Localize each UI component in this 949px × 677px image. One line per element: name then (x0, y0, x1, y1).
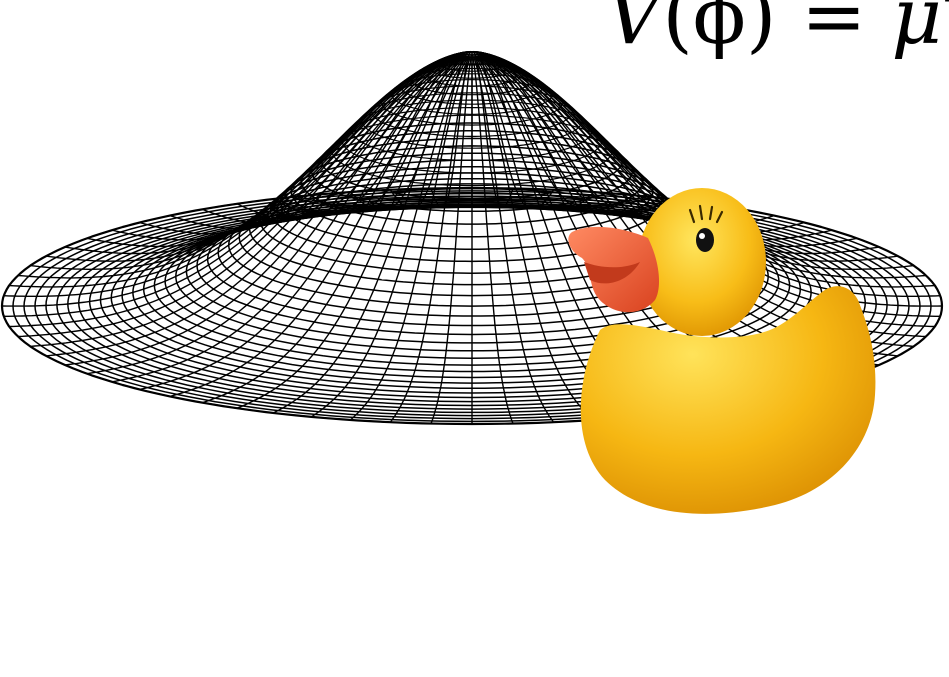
potential-formula: V(ϕ) = μ2 (606, 0, 949, 56)
rubber-duck (568, 188, 875, 514)
duck-head (638, 188, 766, 336)
formula-mu: μ (891, 0, 942, 62)
formula-argument: (ϕ) (662, 0, 776, 62)
duck-eye-highlight (699, 233, 705, 239)
duck-eye (696, 228, 714, 252)
formula-equals: = (801, 0, 866, 62)
formula-exponent: 2 (942, 0, 949, 13)
formula-potential-symbol: V (606, 0, 662, 62)
